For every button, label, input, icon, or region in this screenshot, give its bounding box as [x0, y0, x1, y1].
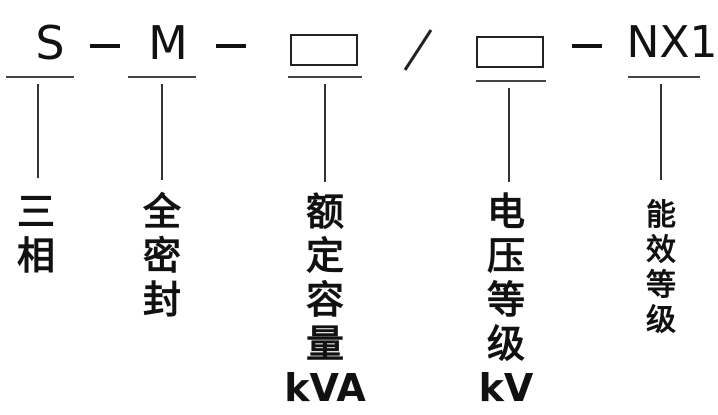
code-sealed-letter: M — [148, 16, 188, 70]
meaning-char: 密 — [142, 234, 181, 278]
voltage-unit: kV — [478, 366, 534, 410]
meaning-char: 封 — [142, 278, 181, 322]
meaning-char: 全 — [142, 190, 181, 234]
underline-sealed — [128, 76, 196, 78]
meaning-char: 级 — [486, 322, 525, 366]
meaning-char: 三 — [16, 190, 55, 234]
underline-efficiency — [628, 76, 700, 78]
meaning-char: 等 — [646, 268, 676, 303]
code-efficiency-label: NX1 — [626, 17, 718, 68]
meaning-char: 电 — [486, 190, 525, 234]
meaning-char: 容 — [305, 278, 344, 322]
voltage-placeholder-box — [476, 36, 544, 68]
meaning-char: 效 — [646, 233, 676, 268]
meaning-char: 能 — [646, 198, 676, 233]
meaning-char: 级 — [646, 303, 676, 338]
separator-dash — [216, 44, 246, 48]
meaning-char: 量 — [305, 322, 344, 366]
meaning-rated-capacity: 额 定 容 量 kVA — [282, 190, 368, 410]
meaning-efficiency-grade: 能 效 等 级 — [632, 198, 690, 338]
connector-capacity — [324, 84, 326, 182]
separator-dash — [90, 44, 120, 48]
meaning-char: 定 — [305, 234, 344, 278]
underline-capacity — [288, 76, 362, 78]
meaning-sealed: 全 密 封 — [126, 190, 198, 322]
underline-voltage — [476, 80, 546, 82]
separator-dash — [572, 44, 602, 48]
code-phase-letter: S — [35, 16, 65, 70]
connector-efficiency — [660, 84, 662, 180]
meaning-char: 相 — [16, 234, 55, 278]
meaning-char: 额 — [305, 190, 344, 234]
underline-phase — [6, 76, 74, 78]
meaning-char: 压 — [486, 234, 525, 278]
slash-separator — [403, 29, 433, 71]
connector-sealed — [161, 84, 163, 180]
meaning-char: 等 — [486, 278, 525, 322]
capacity-unit: kVA — [284, 366, 366, 410]
meaning-voltage-level: 电 压 等 级 kV — [470, 190, 542, 410]
connector-phase — [37, 84, 39, 178]
connector-voltage — [508, 88, 510, 182]
meaning-phase: 三 相 — [0, 190, 72, 278]
capacity-placeholder-box — [290, 34, 358, 66]
